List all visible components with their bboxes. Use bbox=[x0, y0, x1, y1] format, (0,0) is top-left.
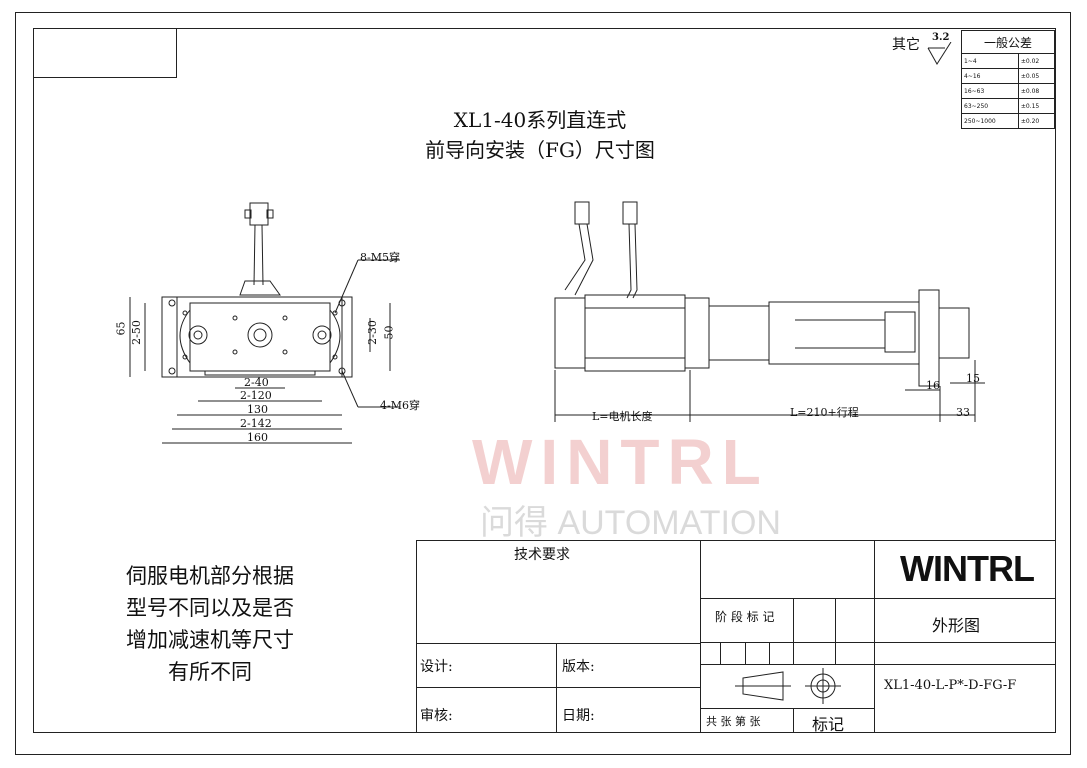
drawing-outer-border bbox=[15, 12, 1071, 755]
version-label: 版本: bbox=[562, 659, 595, 675]
hole-label-8-m5: 8-M5穿 bbox=[360, 251, 400, 264]
tolerance-value: ±0.08 bbox=[1017, 83, 1056, 99]
sheet-count-label: 共 张 第 张 bbox=[706, 715, 761, 728]
note-line-1: 伺服电机部分根据 bbox=[126, 564, 294, 588]
review-label: 审核: bbox=[420, 708, 453, 724]
dim-2-142: 2-142 bbox=[240, 417, 272, 430]
note-line-2: 型号不同以及是否 bbox=[126, 596, 294, 620]
stage-mark-label: 阶 段 标 记 bbox=[715, 610, 775, 624]
dim-160: 160 bbox=[247, 431, 268, 444]
note-line-3: 增加减速机等尺寸 bbox=[126, 628, 294, 652]
dim-2-50: 2-50 bbox=[129, 320, 143, 345]
roughness-value: 3.2 bbox=[932, 32, 950, 43]
dim-130: 130 bbox=[247, 403, 268, 416]
note-line-4: 有所不同 bbox=[168, 660, 252, 684]
dim-2-30: 2-30 bbox=[365, 320, 379, 345]
title-line-2: 前导向安装（FG）尺寸图 bbox=[425, 138, 655, 162]
tolerance-value: ±0.15 bbox=[1017, 98, 1056, 114]
mark-label: 标记 bbox=[812, 715, 845, 734]
dim-2-40: 2-40 bbox=[244, 376, 269, 389]
tolerance-range: 63~250 bbox=[961, 98, 1019, 114]
title-block bbox=[416, 540, 1056, 733]
front-view-drawing bbox=[129, 202, 400, 444]
part-number: XL1-40-L-P*-D-FG-F bbox=[884, 678, 1017, 693]
dim-50: 50 bbox=[382, 325, 396, 340]
motor-rear-cap bbox=[554, 297, 586, 369]
dim-motor-length: L=电机长度 bbox=[592, 410, 653, 423]
watermark-subtitle: 问得 AUTOMATION bbox=[480, 504, 781, 542]
tolerance-row: 1~4±0.02 bbox=[961, 53, 1056, 69]
actuator-tube bbox=[768, 301, 920, 365]
drawing-title: XL1-40系列直连式 前导向安装（FG）尺寸图 bbox=[380, 105, 700, 165]
corner-box bbox=[33, 28, 177, 78]
tolerance-row: 16~63±0.08 bbox=[961, 83, 1056, 99]
motor-body bbox=[584, 294, 686, 372]
brand-logo: WINTRL bbox=[900, 548, 1035, 589]
actuator-body bbox=[189, 302, 331, 372]
tolerance-value: ±0.20 bbox=[1017, 113, 1056, 129]
connector-icon bbox=[249, 202, 269, 226]
tolerance-range: 4~16 bbox=[961, 68, 1019, 84]
cable-gland-icon bbox=[239, 280, 281, 296]
tolerance-row: 4~16±0.05 bbox=[961, 68, 1056, 84]
actuator-housing bbox=[708, 305, 770, 361]
rod-end bbox=[938, 307, 970, 359]
hole-label-4-m6: 4-M6穿 bbox=[380, 399, 420, 412]
connector-icon bbox=[574, 201, 590, 225]
drawing-name: 外形图 bbox=[932, 616, 981, 635]
front-flange bbox=[918, 289, 940, 387]
dim-2-120: 2-120 bbox=[240, 389, 272, 402]
title-line-1: XL1-40系列直连式 bbox=[453, 108, 627, 132]
roughness-symbol-icon bbox=[927, 42, 952, 65]
projection-symbol-icon bbox=[735, 668, 841, 704]
size-note: 伺服电机部分根据 型号不同以及是否 增加减速机等尺寸 有所不同 bbox=[100, 560, 320, 688]
tech-requirements-label: 技术要求 bbox=[514, 547, 570, 563]
dim-16: 16 bbox=[926, 379, 940, 392]
roughness-label: 其它 bbox=[892, 37, 920, 53]
tolerance-value: ±0.02 bbox=[1017, 53, 1056, 69]
date-label: 日期: bbox=[562, 708, 595, 724]
design-label: 设计: bbox=[420, 659, 453, 675]
connector-icon bbox=[622, 201, 638, 225]
tolerance-table: 一般公差 1~4±0.02 4~16±0.05 16~63±0.08 63~25… bbox=[961, 30, 1056, 129]
dim-15: 15 bbox=[966, 372, 980, 385]
tolerance-range: 250~1000 bbox=[961, 113, 1019, 129]
watermark-logo: WINTRL bbox=[472, 426, 769, 498]
tolerance-range: 16~63 bbox=[961, 83, 1019, 99]
tolerance-value: ±0.05 bbox=[1017, 68, 1056, 84]
side-view-drawing bbox=[554, 201, 985, 422]
tolerance-row: 250~1000±0.20 bbox=[961, 113, 1056, 129]
tolerance-range: 1~4 bbox=[961, 53, 1019, 69]
dim-stroke-length: L=210+行程 bbox=[790, 406, 859, 419]
dim-33: 33 bbox=[956, 406, 970, 419]
tolerance-row: 63~250±0.15 bbox=[961, 98, 1056, 114]
tolerance-header: 一般公差 bbox=[961, 30, 1055, 54]
dim-65: 65 bbox=[114, 321, 128, 336]
